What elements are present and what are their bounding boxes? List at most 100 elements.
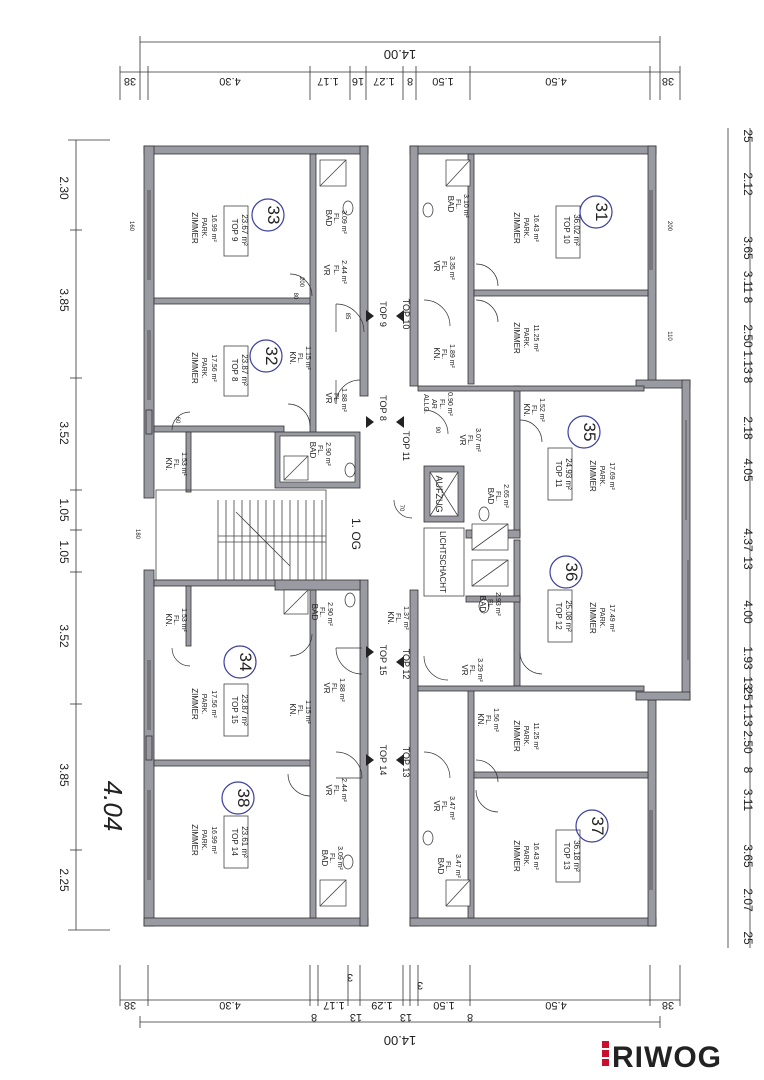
unit-10-room2: ZIMMER (512, 322, 521, 354)
top-label-11: TOP 11 (401, 431, 411, 461)
left-dim-5: 3.52 (57, 624, 71, 648)
top-label-15: TOP 15 (378, 645, 388, 676)
unit-15-kn-side-area: 1.53 m² (180, 608, 187, 632)
unit-13-kn-area: 1.56 m² (492, 708, 499, 732)
right-dim-16: 1.13 (741, 703, 755, 727)
unit-8-room-area: 17.56 m² (210, 354, 217, 382)
unit-14-room-area: 16.99 m² (210, 826, 217, 854)
unit-15: KN. FL. 1.53 m² ZIMMER PARK. 17.56 m² TO… (164, 602, 345, 737)
unit-13-room-area: 16.43 m² (532, 842, 539, 870)
light-shaft-label: LICHTSCHACHT (438, 531, 447, 593)
unit-13-handwritten: 37 (588, 817, 607, 836)
right-dim-9: 4.05 (741, 458, 755, 482)
unit-11-room: ZIMMER (588, 460, 597, 492)
top-dim-3: 16 (352, 75, 364, 87)
unit-14-room: ZIMMER (190, 824, 199, 856)
unit-11-vr-area: 3.07 m² (474, 428, 481, 452)
right-dim-6: 1.13 (741, 350, 755, 374)
unit-10-handwritten: 31 (592, 203, 611, 222)
right-dim-8: 2.18 (741, 416, 755, 440)
unit-13-bad: BAD (436, 858, 445, 875)
elevator-shaft: AUFZUG (423, 465, 465, 523)
top-dimension-chain: 14.00 38 4.30 1.17 16 1.27 8 1.50 4.50 3… (119, 36, 681, 100)
unit-12-room-area: 17.49 m² (608, 604, 615, 632)
unit-15-handwritten: 34 (236, 653, 255, 672)
unit-11-kn-fl: FL. (530, 405, 537, 415)
left-dim-7: 2.25 (57, 868, 71, 892)
unit-8-bad: BAD (308, 442, 317, 459)
unit-10-bad-area: 3.10 m² (462, 194, 469, 218)
unit-15-kn-area: 1.15 m² (304, 700, 311, 724)
left-dim-1: 3.85 (57, 288, 71, 312)
unit-10-room: ZIMMER (512, 212, 521, 244)
unit-15-kn: KN. (288, 703, 297, 716)
top-dim-7: 4.50 (545, 75, 566, 87)
unit-15-vr: VR (322, 682, 331, 693)
unit-8-vr-area: 1.88 m² (340, 388, 347, 412)
unit-10-room2-floor: PARK. (522, 328, 529, 349)
bottom-dim-5: 13 (350, 1011, 362, 1023)
unit-14-area: 23.61 m² (240, 826, 249, 858)
unit-11-handwritten: 35 (580, 423, 599, 442)
top-dim-2: 1.17 (317, 75, 338, 87)
unit-10-bad-fl: FL. (454, 199, 461, 209)
unit-15-kn-fl: FL. (296, 705, 303, 715)
bottom-dim-2: 8 (311, 1011, 317, 1023)
unit-10-vr-area: 3.35 m² (448, 256, 455, 280)
handwritten-note: 4.04 (98, 781, 128, 832)
right-dim-5: 2.50 (741, 324, 755, 348)
unit-13: KN. FL. 1.56 m² ZIMMER PARK. 11.25 m² VR… (432, 708, 609, 883)
unit-11-ar-fl: FL. (438, 399, 445, 409)
bottom-dim-7: 13 (400, 1011, 412, 1023)
unit-12: FL. 1.37 m² KN. BAD FL. 2.93 m² VR FL. 3… (386, 555, 615, 683)
unit-15-kn-side: KN. (164, 613, 173, 626)
unit-11-vr-fl: FL. (466, 435, 473, 445)
left-dim-6: 3.85 (57, 763, 71, 787)
unit-13-room: ZIMMER (512, 840, 521, 872)
unit-11-top: TOP 11 (554, 461, 563, 488)
entry-markers (366, 310, 404, 766)
door-code-3: 85 (344, 313, 350, 320)
unit-8-top: TOP 8 (230, 359, 239, 382)
right-dim-2: 3.65 (741, 236, 755, 260)
unit-9-vr: VR (322, 264, 331, 275)
unit-8-kn-area: 1.15 m² (304, 346, 311, 370)
top-label-10: TOP 10 (401, 299, 411, 330)
unit-12-floor: PARK. (598, 608, 605, 629)
top-dim-6: 1.50 (432, 75, 453, 87)
unit-15-bad-area: 2.90 m² (326, 602, 333, 626)
bottom-dim-8: 3 (417, 979, 423, 991)
unit-12-bad-area: 2.93 m² (494, 592, 501, 616)
right-dim-13: 1.93 (741, 646, 755, 670)
door-swings (171, 263, 543, 813)
right-dim-12: 4.00 (741, 600, 755, 624)
floor-label: 1. OG (349, 518, 363, 550)
unit-8-kn: KN. (288, 351, 297, 364)
unit-12-vr: VR (460, 664, 469, 675)
unit-13-vr: VR (432, 800, 441, 811)
unit-11-area: 24.93 m² (564, 458, 573, 490)
right-dim-3: 3.11 (741, 271, 755, 294)
unit-12-corridor-area: 1.37 m² (402, 606, 409, 630)
unit-10-kn-area: 1.89 m² (448, 344, 455, 368)
unit-11-floor: PARK. (598, 466, 605, 487)
right-dim-20: 3.65 (741, 844, 755, 868)
unit-12-vr-area: 3.29 m² (476, 658, 483, 682)
unit-14-vr-area: 2.44 m² (340, 778, 347, 802)
top-dim-4: 1.27 (373, 75, 394, 87)
right-dim-1: 2.12 (741, 172, 755, 196)
right-dim-4: 8 (741, 297, 755, 304)
top-label-13: TOP 13 (401, 747, 411, 778)
bottom-dim-4: 3 (347, 971, 353, 983)
unit-10-room-area: 16.43 m² (532, 214, 539, 242)
unit-8-kn-side: KN. (164, 457, 173, 470)
unit-8-bad-area: 2.90 m² (324, 442, 331, 466)
unit-9-bad-area: 3.09 m² (340, 210, 347, 234)
unit-9-room-area: 16.99 m² (210, 214, 217, 242)
unit-14-bad-area: 3.09 m² (336, 846, 343, 870)
left-dim-0: 2.30 (57, 176, 71, 200)
unit-8-vr-fl: FL. (332, 393, 339, 403)
unit-14-bad-fl: FL. (328, 853, 335, 863)
elevator-label: AUFZUG (434, 476, 444, 513)
unit-10-top: TOP 10 (562, 216, 571, 244)
